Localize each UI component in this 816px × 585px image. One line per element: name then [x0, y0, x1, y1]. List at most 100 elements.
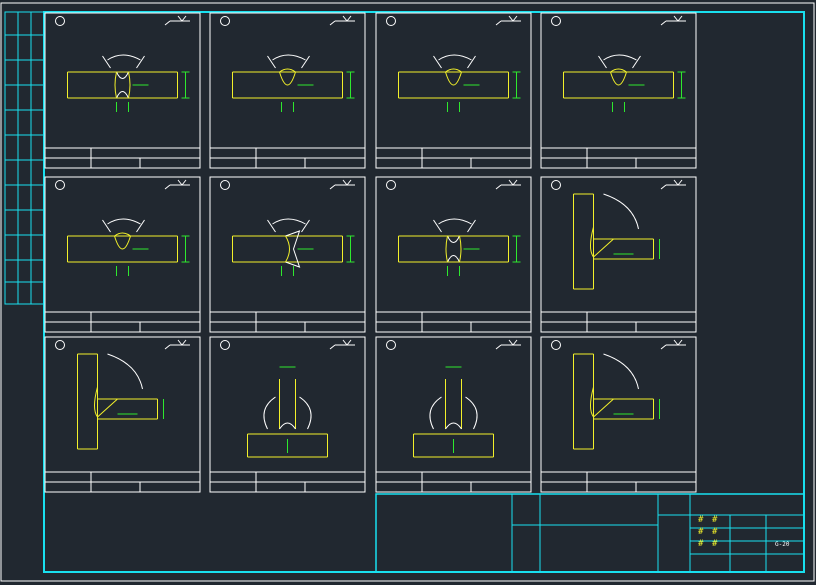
cell-border: [540, 176, 697, 333]
weld-bead: [114, 71, 131, 99]
weld-symbol-arrow: [495, 20, 502, 26]
weld-symbol-arrow: [164, 184, 171, 190]
title-block: [375, 493, 805, 573]
weld-detail-cell-2-1: [44, 176, 201, 333]
bevel-angle-arc: [107, 218, 141, 225]
weld-symbol-mark: [181, 339, 187, 346]
bevel-angle-arc: [107, 353, 143, 390]
bevel-leader: [467, 219, 476, 233]
weld-bead: [447, 235, 460, 263]
weld-symbol-mark: [512, 339, 518, 346]
bevel-angle-arc: [603, 193, 639, 230]
bevel-angle-arc: [603, 353, 639, 390]
bevel-angle-arc: [299, 396, 312, 430]
weld-symbol-arrow: [660, 184, 667, 190]
cell-border: [375, 12, 532, 169]
cell-index-circle: [55, 340, 65, 350]
bevel-leader: [467, 55, 476, 69]
weld-detail-cell-2-2: [209, 176, 366, 333]
weld-bead: [610, 71, 627, 86]
cell-border: [209, 12, 366, 169]
weld-symbol-mark: [673, 339, 679, 346]
weld-symbol-mark: [177, 15, 183, 22]
stamp-mark: #: [698, 539, 704, 549]
weld-detail-cell-3-2: [209, 336, 366, 493]
weld-symbol-mark: [346, 179, 352, 186]
cell-index-circle: [551, 180, 561, 190]
bevel-leader: [301, 55, 310, 69]
cell-border: [44, 12, 201, 169]
weld-bead: [285, 230, 301, 268]
weld-detail-grid: [44, 12, 697, 493]
stamp-mark: #: [712, 515, 718, 525]
weld-bead: [445, 235, 462, 263]
bevel-leader: [102, 55, 111, 69]
weld-reinforcement: [610, 68, 627, 73]
weld-symbol-mark: [342, 15, 348, 22]
weld-symbol-mark: [508, 15, 514, 22]
fillet-weld: [590, 386, 614, 418]
weld-symbol-arrow: [164, 344, 171, 350]
bevel-leader: [102, 219, 111, 233]
weld-bead: [445, 422, 462, 430]
stamp-mark: #: [698, 527, 704, 537]
weld-symbol-mark: [342, 179, 348, 186]
weld-bead: [445, 71, 462, 86]
weld-detail-cell-3-4: [540, 336, 697, 493]
bevel-angle-arc: [107, 54, 141, 61]
bevel-angle-arc: [465, 396, 478, 430]
weld-symbol-arrow: [164, 20, 171, 26]
weld-symbol-mark: [512, 179, 518, 186]
bevel-leader: [136, 55, 145, 69]
weld-reinforcement: [114, 232, 131, 237]
weld-detail-cell-3-1: [44, 336, 201, 493]
weld-detail-cell-1-2: [209, 12, 366, 169]
stamp-mark: #: [712, 527, 718, 537]
weld-symbol-mark: [177, 339, 183, 346]
cell-index-circle: [55, 16, 65, 26]
weld-symbol-mark: [177, 179, 183, 186]
weld-symbol-arrow: [660, 20, 667, 26]
bevel-leader: [267, 55, 276, 69]
weld-bead: [279, 422, 296, 430]
weld-symbol-mark: [512, 15, 518, 22]
weld-detail-cell-3-3: [375, 336, 532, 493]
weld-symbol-mark: [181, 15, 187, 22]
cell-index-circle: [220, 16, 230, 26]
stamp-mark: #: [698, 515, 704, 525]
weld-detail-cell-1-1: [44, 12, 201, 169]
weld-symbol-mark: [673, 15, 679, 22]
cell-border: [375, 336, 532, 493]
revision-column: [4, 11, 45, 305]
bevel-angle-arc: [438, 54, 472, 61]
cell-border: [375, 176, 532, 333]
cell-index-circle: [220, 180, 230, 190]
cell-border: [540, 336, 697, 493]
weld-symbol-arrow: [329, 344, 336, 350]
fillet-weld: [94, 386, 118, 418]
weld-reinforcement: [279, 68, 296, 73]
bevel-leader: [433, 55, 442, 69]
weld-symbol-mark: [673, 179, 679, 186]
cell-index-circle: [386, 16, 396, 26]
weld-symbol-arrow: [329, 184, 336, 190]
bevel-angle-arc: [263, 396, 276, 430]
weld-bead: [116, 71, 129, 99]
bevel-leader: [632, 55, 641, 69]
title-block-stamps: ######: [698, 515, 718, 549]
weld-symbol-mark: [508, 339, 514, 346]
bevel-angle-arc: [272, 218, 306, 225]
cell-border: [44, 176, 201, 333]
weld-symbol-mark: [508, 179, 514, 186]
weld-symbol-mark: [677, 179, 683, 186]
weld-reinforcement: [445, 68, 462, 73]
weld-symbol-arrow: [660, 344, 667, 350]
cell-border: [540, 12, 697, 169]
cell-index-circle: [55, 180, 65, 190]
cell-border: [209, 336, 366, 493]
drawing-code: G-20: [775, 541, 790, 548]
cell-index-circle: [551, 16, 561, 26]
